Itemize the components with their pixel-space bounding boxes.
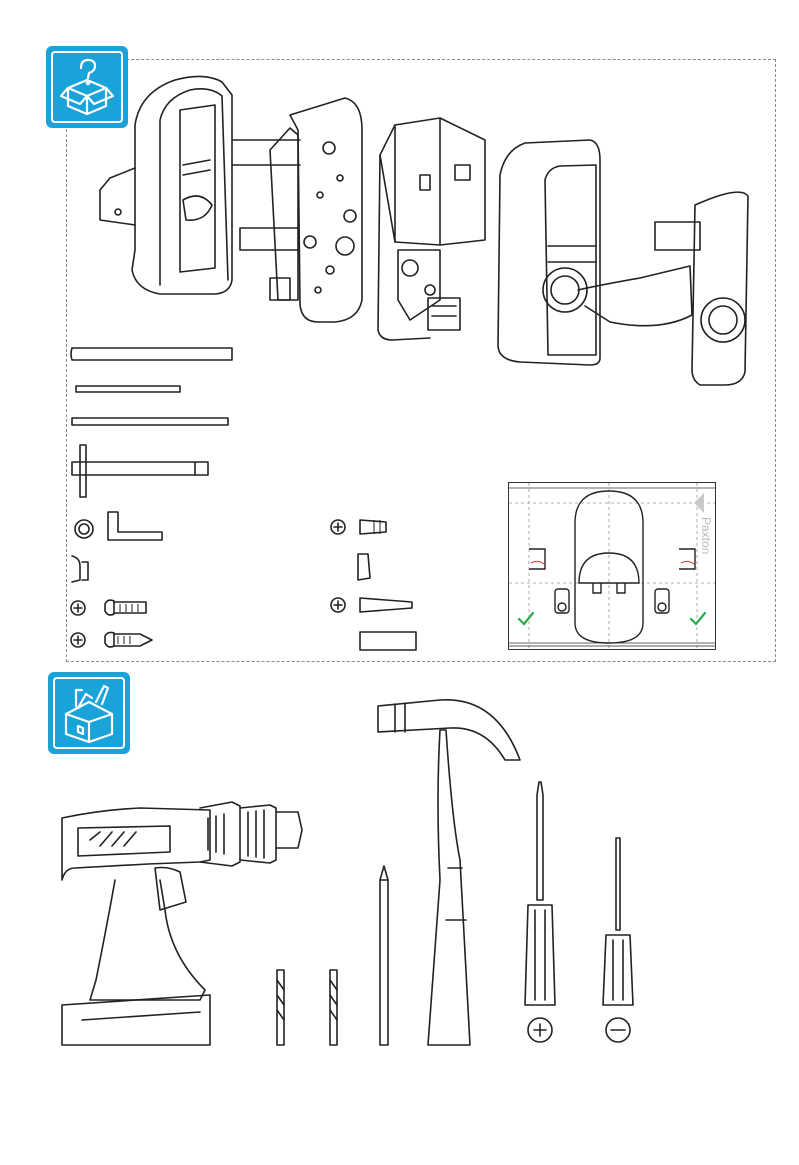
cordless-drill-icon xyxy=(62,802,302,1045)
phillips-screwdriver-icon xyxy=(525,782,555,1042)
claw-hammer-icon xyxy=(378,700,520,1045)
drill-bits xyxy=(277,970,337,1045)
flat-screwdriver-icon xyxy=(603,838,633,1042)
pencil-icon xyxy=(380,866,388,1045)
